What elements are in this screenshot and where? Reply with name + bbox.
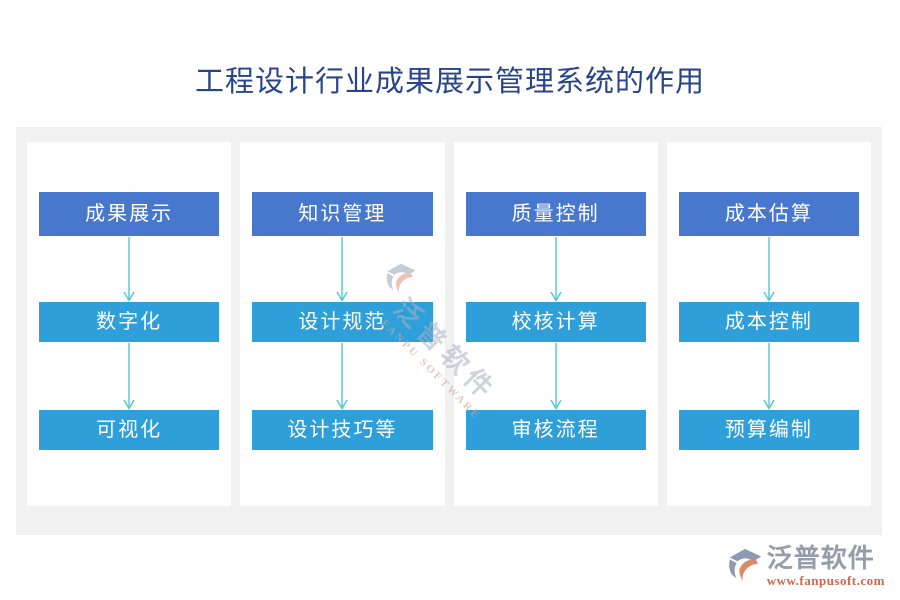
footer-brand-block: 泛普软件 www.fanpusoft.com	[726, 545, 885, 588]
item-box: 审核流程	[465, 410, 646, 450]
column-card-achievement: 成果展示 数字化 可视化	[27, 142, 232, 506]
flow-arrow-icon	[123, 237, 135, 302]
column-card-knowledge: 知识管理 设计规范 设计技巧等	[240, 142, 445, 506]
item-box: 数字化	[39, 302, 220, 342]
column-card-quality: 质量控制 校核计算 审核流程	[453, 142, 658, 506]
flow-arrow-icon	[763, 237, 775, 302]
column-header-box: 成本估算	[678, 192, 859, 236]
footer-texts: 泛普软件 www.fanpusoft.com	[766, 544, 885, 589]
item-box: 成本控制	[678, 302, 859, 342]
flow-arrow-icon	[763, 343, 775, 410]
column-header-box: 成果展示	[39, 192, 220, 236]
footer-url: www.fanpusoft.com	[766, 573, 885, 588]
flow-arrow-icon	[550, 343, 562, 410]
page-title: 工程设计行业成果展示管理系统的作用	[194, 66, 705, 98]
column-card-cost: 成本估算 成本控制 预算编制	[666, 142, 871, 506]
main-panel: 成果展示 数字化 可视化 知识管理 设计规范 设计技巧等 质量控制 校核计算 审…	[16, 127, 882, 535]
column-header-box: 知识管理	[252, 192, 433, 236]
flow-arrow-icon	[550, 237, 562, 302]
item-box: 预算编制	[678, 410, 859, 450]
footer-brand-text: 泛普软件	[766, 544, 875, 573]
fanpu-logo-icon	[728, 548, 761, 582]
item-box: 校核计算	[465, 302, 646, 342]
column-header-box: 质量控制	[465, 192, 646, 236]
flow-arrow-icon	[336, 343, 348, 410]
flow-arrow-icon	[336, 237, 348, 302]
item-box: 设计技巧等	[252, 410, 433, 450]
item-box: 设计规范	[252, 302, 433, 342]
item-box: 可视化	[39, 410, 220, 450]
flow-arrow-icon	[123, 343, 135, 410]
